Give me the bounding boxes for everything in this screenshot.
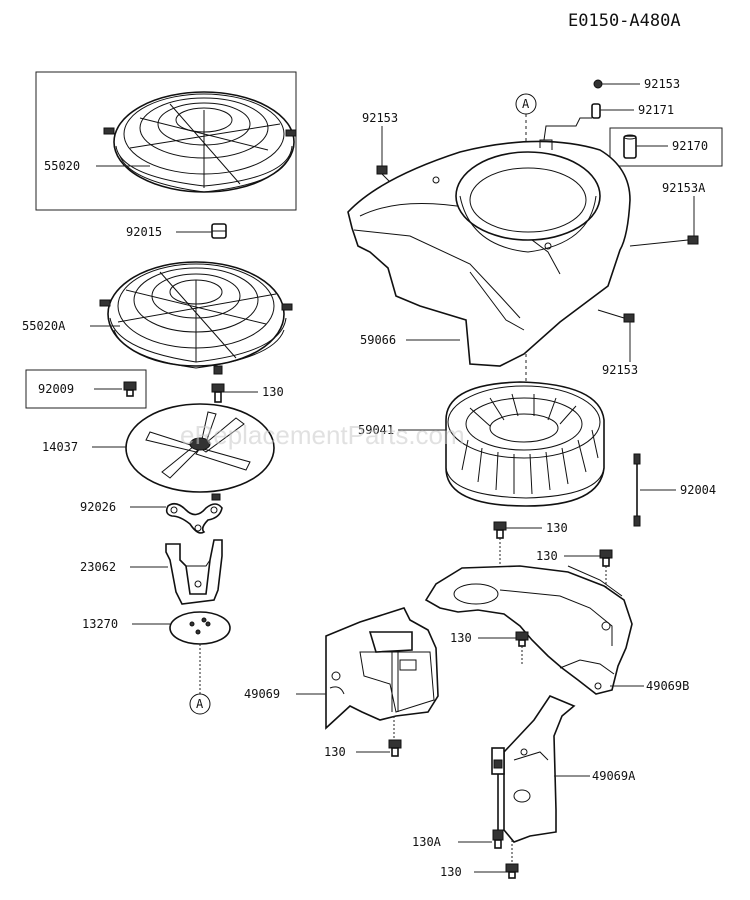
svg-text:A: A	[196, 697, 204, 711]
plate-13270[interactable]	[169, 611, 231, 645]
label-130-d: 130	[324, 745, 346, 759]
svg-text:A: A	[522, 97, 530, 111]
label-130A: 130A	[412, 835, 442, 849]
label-92009: 92009	[38, 382, 74, 396]
stud-130A[interactable]	[491, 747, 505, 849]
label-55020: 55020	[44, 159, 80, 173]
flywheel-59041[interactable]	[445, 381, 605, 507]
label-130-top: 130	[262, 385, 284, 399]
label-130-a: 130	[546, 521, 568, 535]
label-55020A: 55020A	[22, 319, 66, 333]
label-92171: 92171	[638, 103, 674, 117]
bolt-130-top[interactable]	[211, 383, 225, 403]
fan-guard-55020A[interactable]	[99, 261, 293, 375]
label-130-e: 130	[440, 865, 462, 879]
bolt-130-a[interactable]	[493, 521, 507, 539]
bolt-130-b[interactable]	[599, 549, 613, 567]
bolt-92009[interactable]	[123, 381, 137, 397]
label-92004: 92004	[680, 483, 716, 497]
diagram-code: E0150-A480A	[568, 11, 681, 31]
label-14037: 14037	[42, 440, 78, 454]
lower-cover-49069A[interactable]	[503, 695, 576, 843]
bolt-130-e[interactable]	[505, 863, 519, 879]
lower-housing-49069B[interactable]	[424, 565, 633, 695]
label-130-b: 130	[536, 549, 558, 563]
label-92015: 92015	[126, 225, 162, 239]
fan-14037[interactable]	[125, 403, 275, 501]
label-49069: 49069	[244, 687, 280, 701]
watermark: eReplacementParts.com	[180, 420, 465, 450]
plate-92026[interactable]	[165, 502, 223, 534]
fitting-92171[interactable]	[543, 103, 601, 141]
bolt-92153-mid[interactable]	[597, 309, 635, 323]
label-59041: 59041	[358, 423, 394, 437]
optional-part-frame-92170	[609, 127, 723, 167]
stud-92004[interactable]	[633, 453, 641, 527]
bolt-92153A[interactable]	[629, 235, 699, 247]
label-92170: 92170	[672, 139, 708, 153]
label-49069A: 49069A	[592, 769, 636, 783]
side-cover-49069[interactable]	[325, 607, 439, 730]
label-92153-left: 92153	[362, 111, 398, 125]
bracket-23062[interactable]	[165, 539, 223, 605]
optional-part-frame	[35, 71, 297, 211]
blower-housing-59066[interactable]	[347, 139, 631, 367]
label-130-c: 130	[450, 631, 472, 645]
label-92153-mid: 92153	[602, 363, 638, 377]
label-92153A: 92153A	[662, 181, 706, 195]
label-92026: 92026	[80, 500, 116, 514]
nut-92015[interactable]	[211, 223, 227, 239]
collar-92170[interactable]	[623, 134, 637, 159]
label-23062: 23062	[80, 560, 116, 574]
label-59066: 59066	[360, 333, 396, 347]
fan-guard-55020[interactable]	[103, 91, 297, 193]
bolt-130-c[interactable]	[515, 631, 529, 647]
label-49069B: 49069B	[646, 679, 689, 693]
bolt-130-d[interactable]	[388, 739, 402, 757]
label-13270: 13270	[82, 617, 118, 631]
optional-part-frame-92009	[25, 369, 147, 409]
reference-marker-a-top: A	[515, 93, 537, 115]
reference-marker-a-bottom: A	[189, 693, 211, 715]
label-92153-top: 92153	[644, 77, 680, 91]
bolt-92153-top[interactable]	[593, 79, 603, 89]
